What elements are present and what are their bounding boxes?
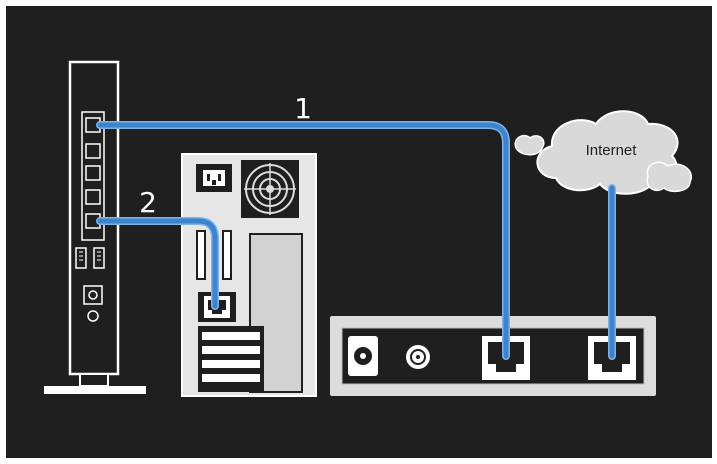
router-reset-button — [87, 310, 99, 322]
router-power-jack — [83, 285, 103, 305]
router-usb-port-1 — [75, 247, 87, 269]
cable-1 — [97, 122, 509, 359]
router-usb-port-2 — [93, 247, 105, 269]
internet-label: Internet — [586, 142, 638, 159]
cloud-puff-right — [646, 161, 693, 193]
internet-cloud-icon — [514, 110, 693, 195]
cable-1-label: 1 — [294, 92, 312, 125]
router-port-panel — [81, 111, 105, 241]
modem-icon — [330, 316, 656, 396]
router-stand-base — [44, 386, 146, 394]
router-port-lan-3 — [85, 189, 101, 205]
cloud-puff-left — [514, 134, 545, 156]
desktop-pc-icon — [181, 153, 317, 397]
cable-2 — [97, 218, 218, 309]
cable-2-label: 2 — [139, 186, 157, 219]
router-port-lan-2 — [85, 165, 101, 181]
cloud-main-shape — [536, 110, 679, 195]
router-stand-neck — [79, 373, 109, 387]
router-port-lan-1 — [85, 143, 101, 159]
